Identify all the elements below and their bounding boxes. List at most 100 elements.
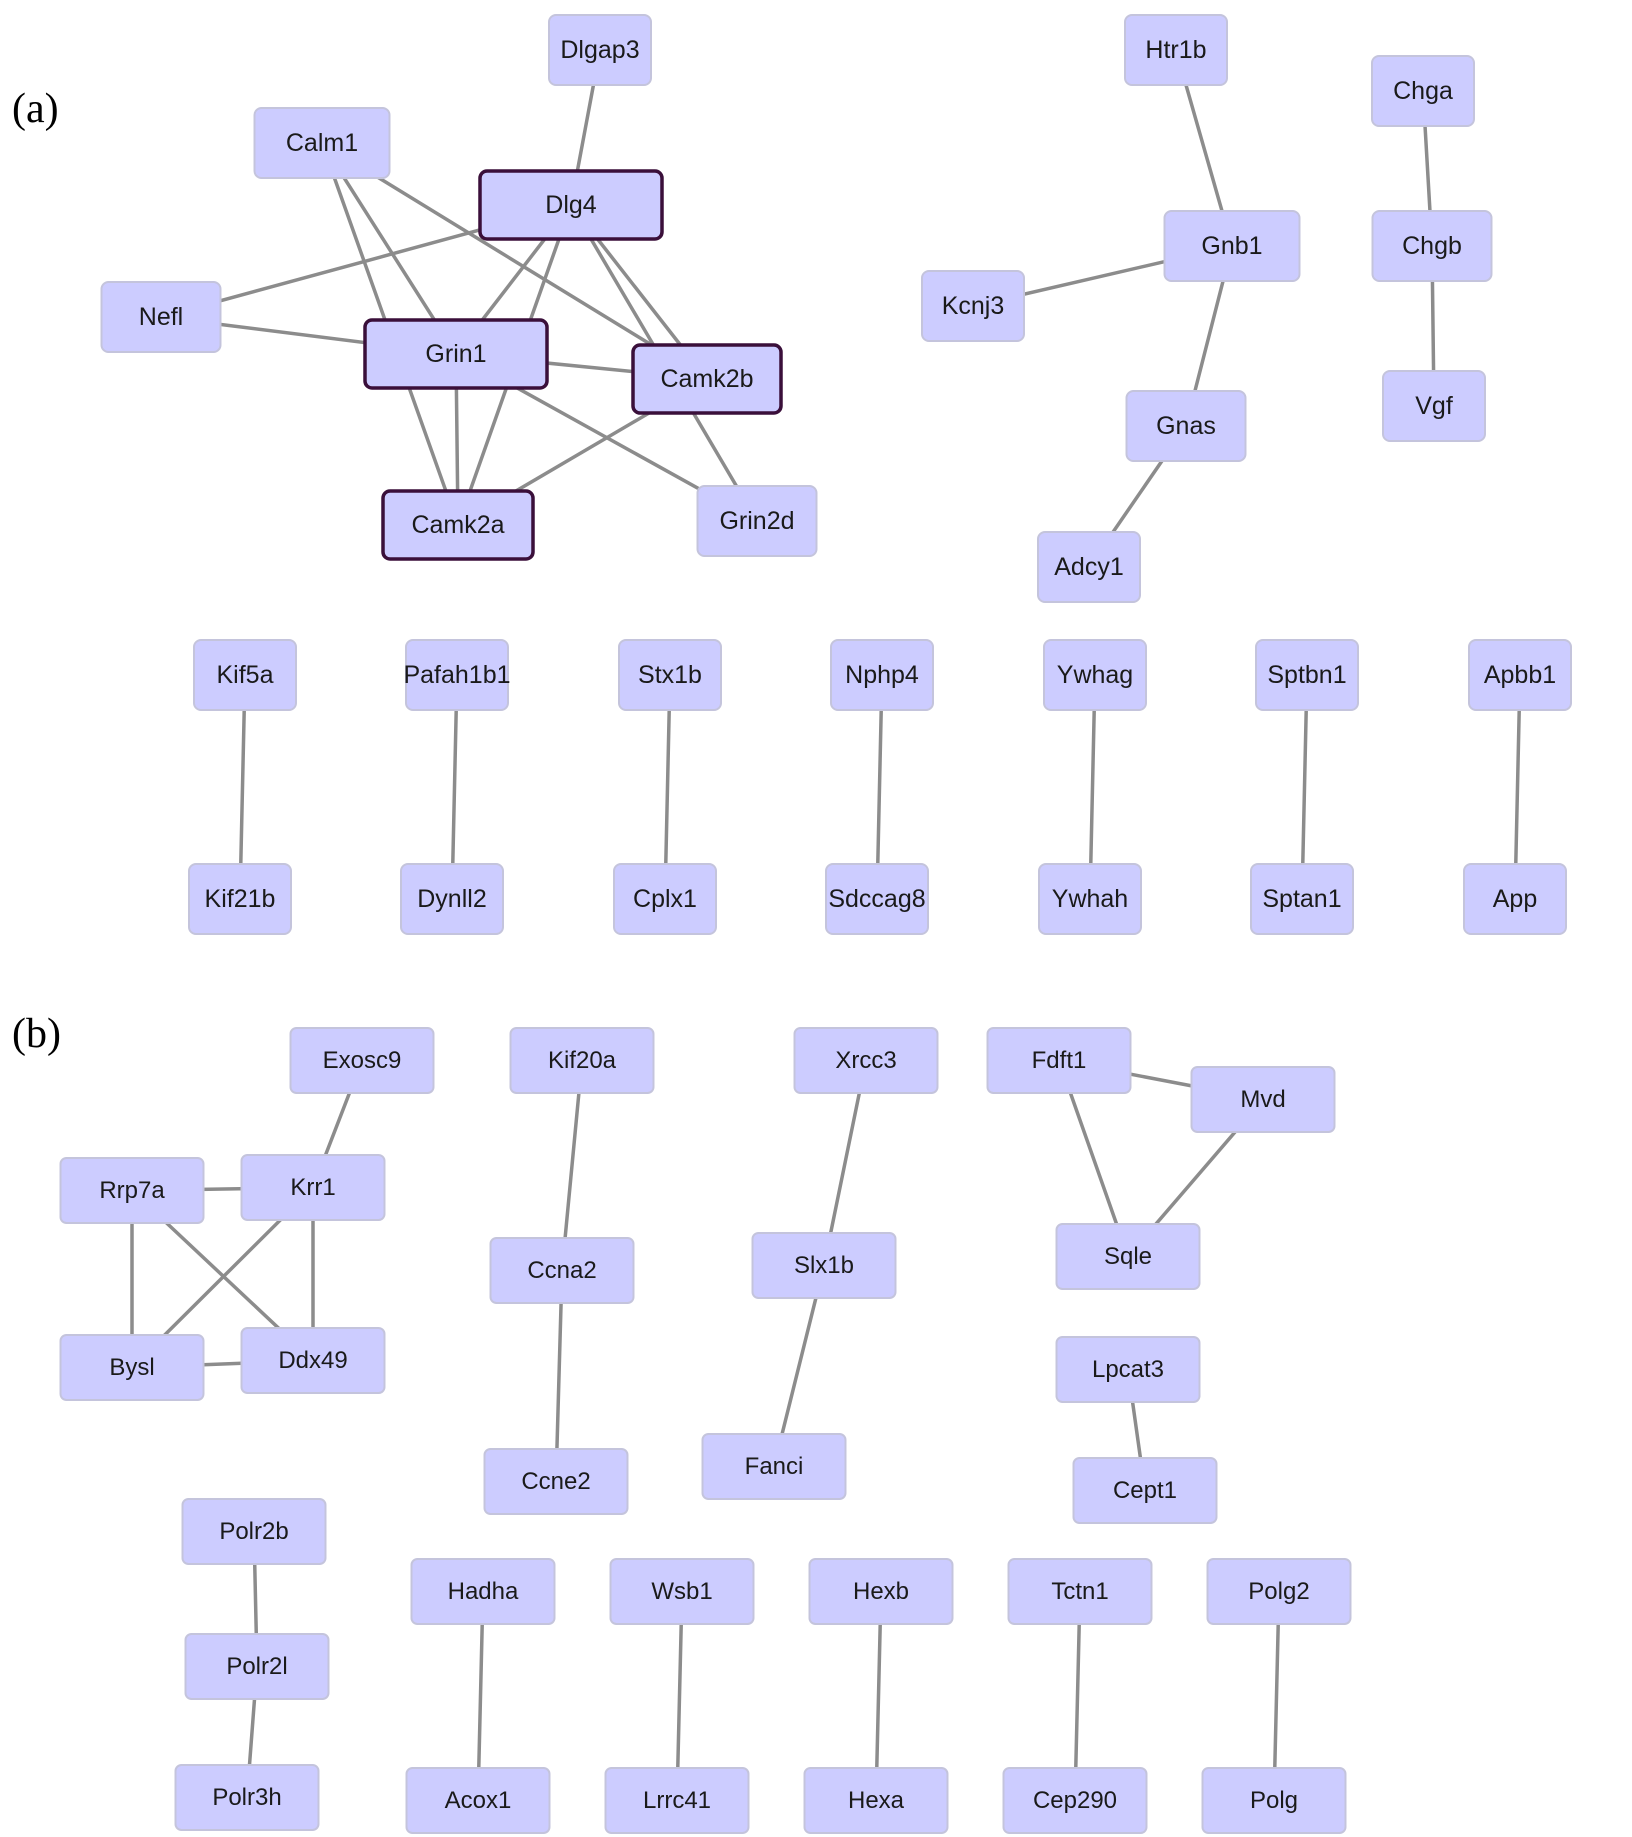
node-box-slx1b[interactable]: [751, 1232, 897, 1299]
node-kif5a[interactable]: Kif5a: [193, 639, 297, 711]
node-box-camk2b[interactable]: [631, 343, 783, 415]
node-polg[interactable]: Polg: [1201, 1767, 1347, 1834]
node-gnb1[interactable]: Gnb1: [1163, 210, 1301, 282]
node-box-xrcc3[interactable]: [793, 1027, 939, 1094]
node-box-fdft1[interactable]: [986, 1027, 1132, 1094]
node-adcy1[interactable]: Adcy1: [1037, 531, 1141, 603]
node-box-ccne2[interactable]: [483, 1448, 629, 1515]
node-box-sptan1[interactable]: [1250, 863, 1354, 935]
node-box-ddx49[interactable]: [240, 1327, 386, 1394]
node-box-polr3h[interactable]: [174, 1764, 320, 1831]
node-kcnj3[interactable]: Kcnj3: [921, 270, 1025, 342]
node-box-adcy1[interactable]: [1037, 531, 1141, 603]
node-box-sptbn1[interactable]: [1255, 639, 1359, 711]
node-box-polg2[interactable]: [1206, 1558, 1352, 1625]
node-box-pafah1b1[interactable]: [405, 639, 509, 711]
node-polr2b[interactable]: Polr2b: [181, 1498, 327, 1565]
node-pafah1b1[interactable]: Pafah1b1: [403, 639, 511, 711]
node-box-wsb1[interactable]: [609, 1558, 755, 1625]
node-box-kcnj3[interactable]: [921, 270, 1025, 342]
node-fdft1[interactable]: Fdft1: [986, 1027, 1132, 1094]
node-acox1[interactable]: Acox1: [405, 1767, 551, 1834]
node-sptbn1[interactable]: Sptbn1: [1255, 639, 1359, 711]
node-box-mvd[interactable]: [1190, 1066, 1336, 1133]
node-box-sdccag8[interactable]: [825, 863, 929, 935]
node-apbb1[interactable]: Apbb1: [1468, 639, 1572, 711]
node-chgb[interactable]: Chgb: [1371, 210, 1493, 282]
node-box-exosc9[interactable]: [289, 1027, 435, 1094]
node-box-grin1[interactable]: [363, 318, 549, 390]
node-box-vgf[interactable]: [1382, 370, 1486, 442]
node-sdccag8[interactable]: Sdccag8: [825, 863, 929, 935]
node-htr1b[interactable]: Htr1b: [1124, 14, 1228, 86]
node-lpcat3[interactable]: Lpcat3: [1055, 1336, 1201, 1403]
node-dlgap3[interactable]: Dlgap3: [548, 14, 652, 86]
node-box-hexb[interactable]: [808, 1558, 954, 1625]
node-box-kif5a[interactable]: [193, 639, 297, 711]
node-dynll2[interactable]: Dynll2: [400, 863, 504, 935]
node-box-polr2b[interactable]: [181, 1498, 327, 1565]
node-nphp4[interactable]: Nphp4: [830, 639, 934, 711]
node-box-tctn1[interactable]: [1007, 1558, 1153, 1625]
node-ccna2[interactable]: Ccna2: [489, 1237, 635, 1304]
node-ddx49[interactable]: Ddx49: [240, 1327, 386, 1394]
node-tctn1[interactable]: Tctn1: [1007, 1558, 1153, 1625]
node-polr3h[interactable]: Polr3h: [174, 1764, 320, 1831]
node-box-lpcat3[interactable]: [1055, 1336, 1201, 1403]
node-box-acox1[interactable]: [405, 1767, 551, 1834]
node-box-dlg4[interactable]: [478, 169, 664, 241]
node-hexb[interactable]: Hexb: [808, 1558, 954, 1625]
node-box-gnb1[interactable]: [1163, 210, 1301, 282]
node-box-hadha[interactable]: [410, 1558, 556, 1625]
node-box-gnas[interactable]: [1125, 390, 1247, 462]
node-box-ywhah[interactable]: [1038, 863, 1142, 935]
node-slx1b[interactable]: Slx1b: [751, 1232, 897, 1299]
node-box-grin2d[interactable]: [696, 485, 818, 557]
node-box-chgb[interactable]: [1371, 210, 1493, 282]
node-fanci[interactable]: Fanci: [701, 1433, 847, 1500]
node-box-camk2a[interactable]: [381, 489, 535, 561]
node-box-nefl[interactable]: [100, 281, 222, 353]
node-box-htr1b[interactable]: [1124, 14, 1228, 86]
node-chga[interactable]: Chga: [1371, 55, 1475, 127]
node-box-fanci[interactable]: [701, 1433, 847, 1500]
node-box-kif20a[interactable]: [509, 1027, 655, 1094]
node-nefl[interactable]: Nefl: [100, 281, 222, 353]
node-cplx1[interactable]: Cplx1: [613, 863, 717, 935]
node-bysl[interactable]: Bysl: [59, 1334, 205, 1401]
node-box-ywhag[interactable]: [1043, 639, 1147, 711]
node-kif20a[interactable]: Kif20a: [509, 1027, 655, 1094]
node-box-cep290[interactable]: [1002, 1767, 1148, 1834]
node-camk2a[interactable]: Camk2a: [381, 489, 535, 561]
node-ccne2[interactable]: Ccne2: [483, 1448, 629, 1515]
node-box-polr2l[interactable]: [184, 1633, 330, 1700]
node-box-app[interactable]: [1463, 863, 1567, 935]
node-hexa[interactable]: Hexa: [803, 1767, 949, 1834]
node-box-polg[interactable]: [1201, 1767, 1347, 1834]
node-krr1[interactable]: Krr1: [240, 1154, 386, 1221]
node-cep290[interactable]: Cep290: [1002, 1767, 1148, 1834]
node-box-cept1[interactable]: [1072, 1457, 1218, 1524]
node-lrrc41[interactable]: Lrrc41: [604, 1767, 750, 1834]
node-mvd[interactable]: Mvd: [1190, 1066, 1336, 1133]
node-sptan1[interactable]: Sptan1: [1250, 863, 1354, 935]
node-box-dlgap3[interactable]: [548, 14, 652, 86]
node-ywhah[interactable]: Ywhah: [1038, 863, 1142, 935]
node-box-rrp7a[interactable]: [59, 1157, 205, 1224]
node-box-kif21b[interactable]: [188, 863, 292, 935]
node-box-chga[interactable]: [1371, 55, 1475, 127]
node-xrcc3[interactable]: Xrcc3: [793, 1027, 939, 1094]
node-polg2[interactable]: Polg2: [1206, 1558, 1352, 1625]
node-box-stx1b[interactable]: [618, 639, 722, 711]
node-app[interactable]: App: [1463, 863, 1567, 935]
node-rrp7a[interactable]: Rrp7a: [59, 1157, 205, 1224]
node-wsb1[interactable]: Wsb1: [609, 1558, 755, 1625]
node-gnas[interactable]: Gnas: [1125, 390, 1247, 462]
node-box-lrrc41[interactable]: [604, 1767, 750, 1834]
node-dlg4[interactable]: Dlg4: [478, 169, 664, 241]
node-box-hexa[interactable]: [803, 1767, 949, 1834]
node-camk2b[interactable]: Camk2b: [631, 343, 783, 415]
node-box-bysl[interactable]: [59, 1334, 205, 1401]
node-box-sqle[interactable]: [1055, 1223, 1201, 1290]
node-box-krr1[interactable]: [240, 1154, 386, 1221]
